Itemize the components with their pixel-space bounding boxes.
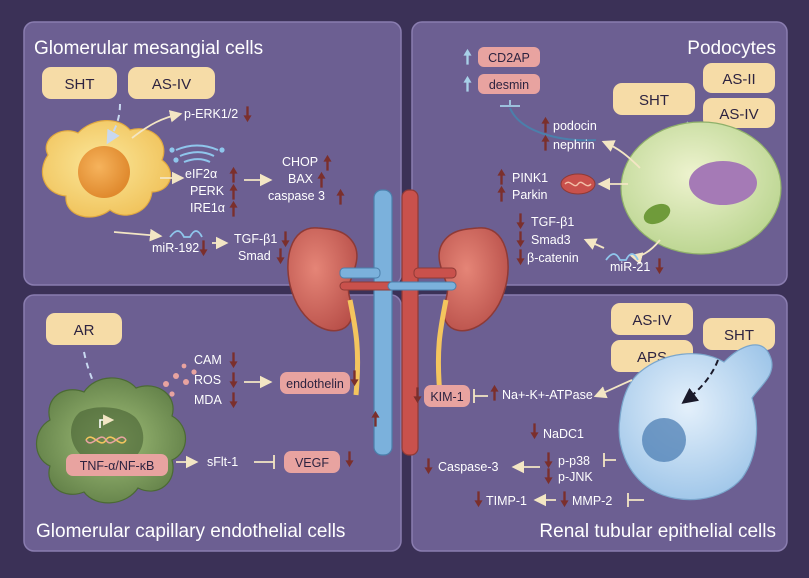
- label-smad3: Smad3: [531, 233, 571, 247]
- label-p-jnk: p-JNK: [558, 470, 593, 484]
- inhibition-mmp2: [627, 493, 644, 507]
- label-nephrin: nephrin: [553, 138, 595, 152]
- label-endothelin: endothelin: [286, 377, 344, 391]
- herb-box-ar: [46, 313, 122, 345]
- box-cd2ap: [478, 47, 540, 67]
- arrow-to-slit-proteins: [601, 140, 641, 169]
- mirna-hairpin-icon: [169, 230, 203, 238]
- left-ureter: [347, 299, 361, 396]
- label-eif2a: eIF2α: [185, 167, 217, 181]
- podocyte-mitochondrion: [643, 203, 671, 225]
- label-ros: ROS: [194, 373, 221, 387]
- herb-box-as-iv-tub: [611, 303, 693, 335]
- label-p-erk: p-ERK1/2: [184, 107, 238, 121]
- herb-box-sht-podo: [613, 83, 695, 115]
- label-bax: BAX: [288, 172, 314, 186]
- panel-mesangial: [23, 21, 402, 286]
- label-desmin: desmin: [489, 78, 529, 92]
- arrow-to-mir192: [113, 228, 163, 242]
- inhibition-desmin: [500, 100, 520, 107]
- label-vegf: VEGF: [295, 456, 329, 470]
- inhibition-kim1: [473, 389, 488, 403]
- herb-arrow-endothelial: [83, 351, 107, 411]
- herb-label-as-iv-podo: AS-IV: [719, 106, 758, 123]
- herb-box-as-ii: [703, 63, 775, 93]
- herb-box-sht-tub: [703, 318, 775, 350]
- kidney-illustration: [287, 189, 509, 456]
- label-tgf-podo: TGF-β1: [531, 215, 574, 229]
- right-ureter: [435, 299, 449, 396]
- label-perk: PERK: [190, 184, 225, 198]
- label-kim1: KIM-1: [430, 390, 463, 404]
- label-tgf-mesangial: TGF-β1: [234, 232, 277, 246]
- label-ire1a: IRE1α: [190, 201, 225, 215]
- mesangial-nucleus: [78, 146, 130, 198]
- label-parkin: Parkin: [512, 188, 547, 202]
- arrow-to-mir21: [629, 239, 661, 265]
- label-beta-catenin: β-catenin: [527, 251, 579, 265]
- endothelial-nucleus: [71, 407, 144, 465]
- label-timp1: TIMP-1: [486, 494, 527, 508]
- label-cd2ap: CD2AP: [488, 51, 530, 65]
- mirna-hairpin-icon-podo: [605, 253, 639, 261]
- vena-cava: [373, 189, 393, 456]
- label-pink1: PINK1: [512, 171, 548, 185]
- label-chop: CHOP: [282, 155, 318, 169]
- label-mir192: miR-192: [152, 241, 199, 255]
- arrow-to-atpase: [593, 379, 633, 399]
- label-caspase3-mesangial: caspase 3: [268, 189, 325, 203]
- herb-label-as-iv-tub: AS-IV: [632, 312, 671, 329]
- box-desmin: [478, 74, 540, 94]
- left-renal-vein: [339, 267, 381, 279]
- label-podocin: podocin: [553, 119, 597, 133]
- right-renal-artery: [413, 267, 457, 279]
- label-caspase3-tub: Caspase-3: [438, 460, 498, 474]
- herb-box-sht: [42, 67, 117, 99]
- inhibition-vegf: [254, 455, 275, 469]
- label-mda: MDA: [194, 393, 222, 407]
- tubular-nucleus: [642, 418, 686, 462]
- arrow-to-fibrosis: [583, 238, 605, 250]
- er-icon: [169, 144, 225, 163]
- herb-label-sht-tub: SHT: [724, 327, 754, 344]
- panel-title-mesangial: Glomerular mesangial cells: [34, 38, 263, 59]
- herb-label-ar: AR: [74, 322, 95, 339]
- box-kim1: [424, 385, 470, 407]
- panel-title-endothelial: Glomerular capillary endothelial cells: [36, 521, 345, 542]
- herb-arrow-tubular: [681, 359, 719, 404]
- podocyte-nucleus: [689, 161, 757, 205]
- herb-arrow-mesangial: [106, 103, 121, 145]
- ros-dots-icon: [163, 363, 197, 397]
- label-sflt1: sFlt-1: [207, 455, 238, 469]
- box-endothelin: [280, 372, 350, 394]
- box-tnf-nfkb: [66, 454, 168, 476]
- herb-label-sht: SHT: [65, 76, 95, 93]
- label-atpase: Na+-K+-ATPase: [502, 388, 593, 402]
- arrow-to-erk: [131, 110, 183, 139]
- right-renal-vein: [387, 281, 457, 291]
- label-tnf-nfkb: TNF-α/NF-κB: [80, 459, 155, 473]
- label-mmp2: MMP-2: [572, 494, 612, 508]
- box-vegf: [284, 451, 340, 473]
- label-mir21: miR-21: [610, 260, 650, 274]
- dna-icon: [85, 414, 127, 444]
- link-desmin-podocyte: [509, 107, 597, 142]
- inhibition-mapk: [603, 453, 616, 467]
- herb-label-sht-podo: SHT: [639, 92, 669, 109]
- panel-title-tubular: Renal tubular epithelial cells: [539, 521, 776, 542]
- label-nadc1: NaDC1: [543, 427, 584, 441]
- panel-title-podocytes: Podocytes: [687, 38, 776, 59]
- label-p-p38: p-p38: [558, 454, 590, 468]
- herb-label-as-iv: AS-IV: [152, 76, 191, 93]
- label-cam: CAM: [194, 353, 222, 367]
- aorta: [401, 189, 419, 456]
- label-smad: Smad: [238, 249, 271, 263]
- herb-box-as-iv: [128, 67, 215, 99]
- mitochondrion-cristae: [564, 181, 592, 187]
- herb-label-as-ii: AS-II: [722, 71, 755, 88]
- herb-box-as-iv-podo: [703, 98, 775, 128]
